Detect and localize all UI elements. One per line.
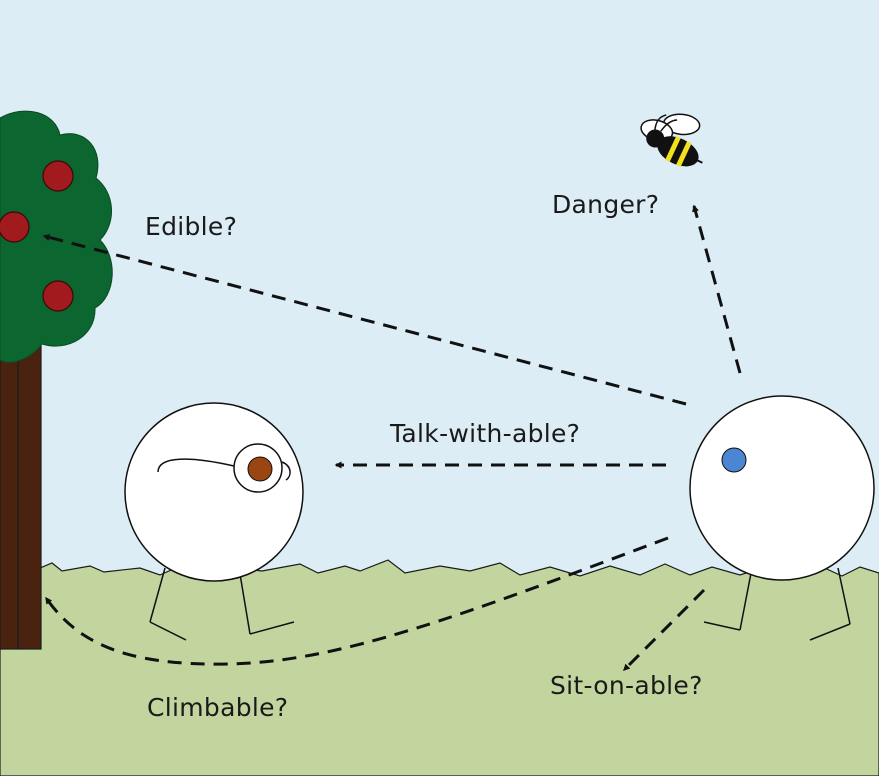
brown-eye: [247, 456, 273, 482]
bee-icon: [640, 113, 703, 167]
apple-icon: [42, 160, 74, 192]
arrows: [42, 204, 742, 672]
label-danger: Danger?: [552, 190, 660, 219]
tree-trunk: [0, 339, 42, 650]
arrow-to-tree: [44, 536, 669, 666]
arrow-to-bee: [692, 204, 742, 374]
arrow-to-apple: [42, 234, 687, 406]
arrow-to-ground: [622, 588, 706, 672]
apple-icon: [0, 211, 30, 243]
creature-right-icon: [689, 395, 875, 641]
apple-icon: [42, 280, 74, 312]
creature-left-icon: [124, 402, 304, 641]
label-climbable: Climbable?: [147, 693, 289, 722]
tree-icon: [0, 110, 113, 650]
label-edible: Edible?: [145, 212, 238, 241]
tree-foliage: [0, 110, 113, 363]
blue-eye: [721, 447, 747, 473]
label-talk-with-able: Talk-with-able?: [390, 419, 581, 448]
label-sit-on-able: Sit-on-able?: [550, 671, 703, 700]
